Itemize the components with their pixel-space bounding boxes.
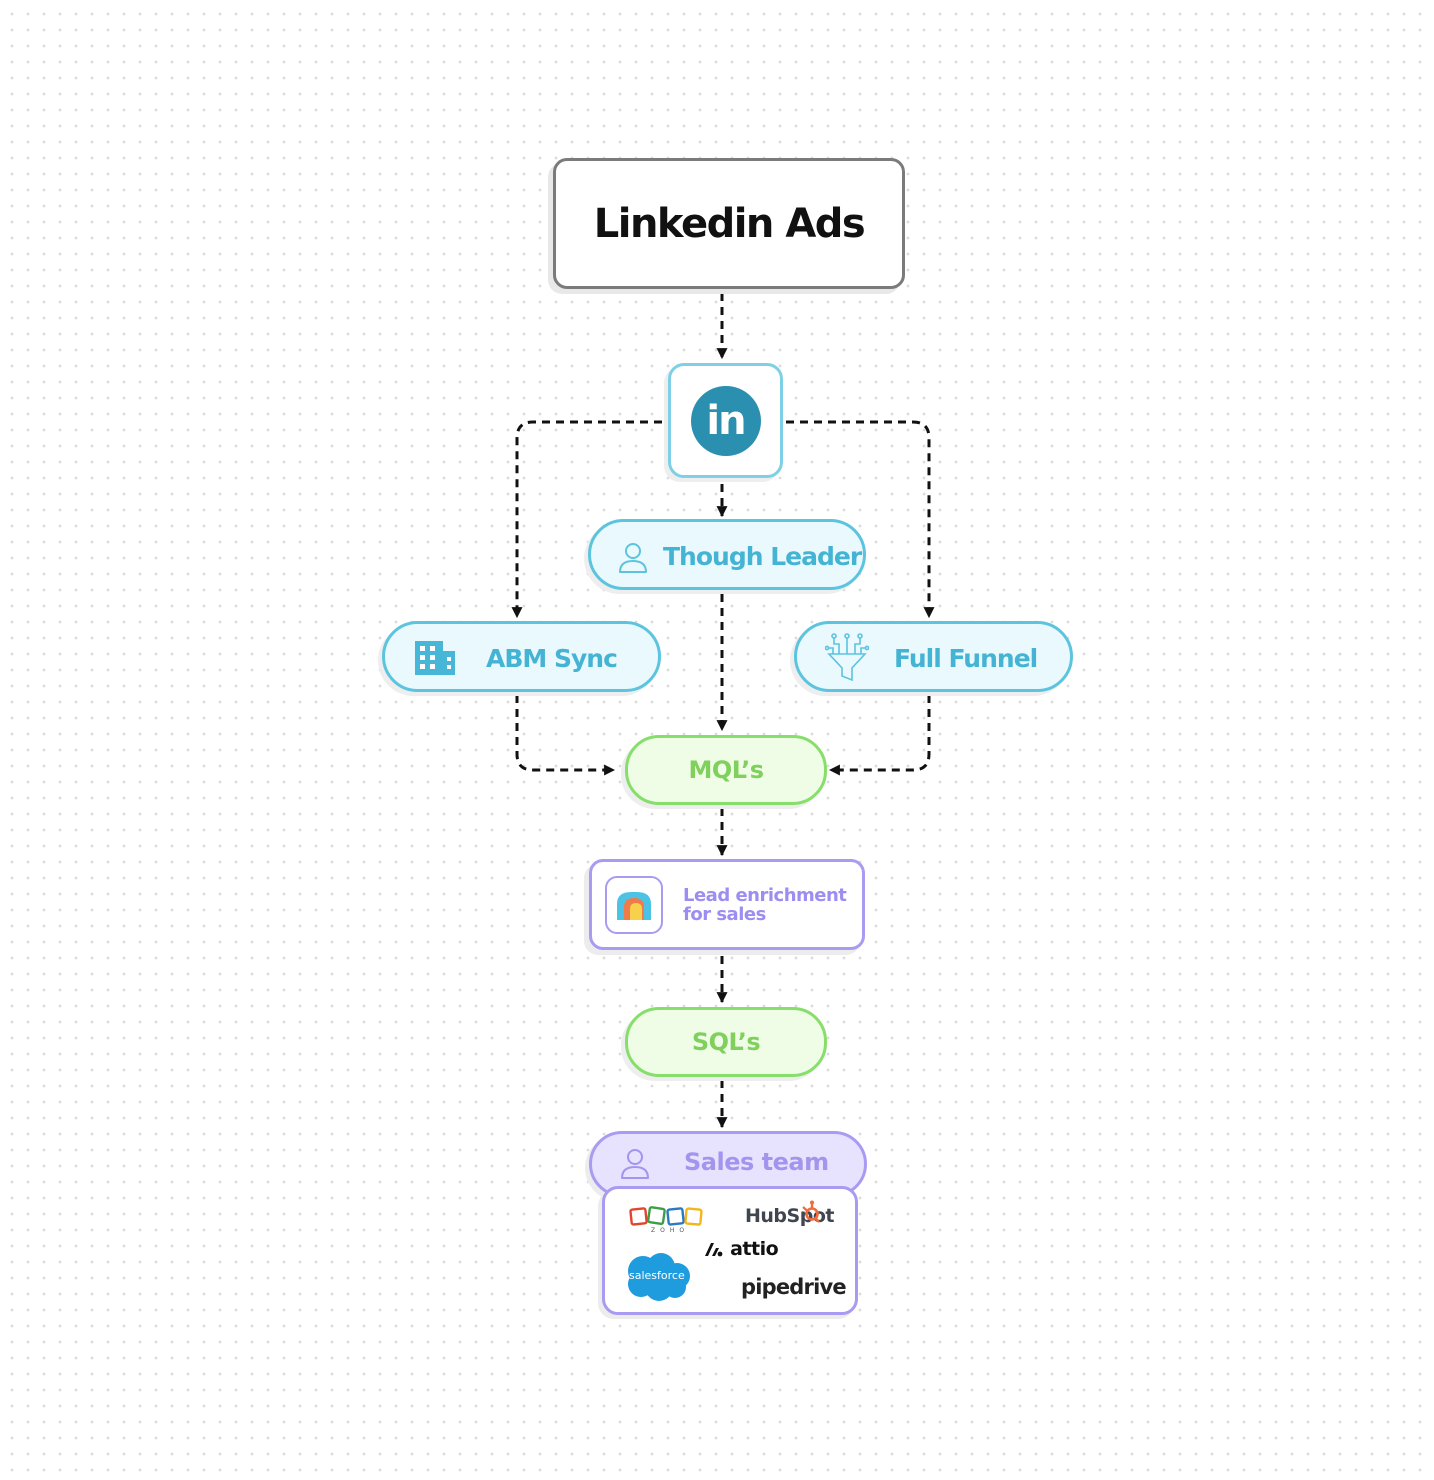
edge-abm-sync-to-mqls — [515, 695, 616, 776]
edge-full-funnel-to-mqls — [828, 695, 931, 776]
abm-sync-label: ABM Sync — [486, 644, 618, 673]
linkedin-icon: in — [690, 385, 761, 456]
pipedrive-logo-text: pipedrive — [741, 1275, 847, 1299]
salesforce-cloud-icon — [628, 1253, 690, 1301]
zoho-logo-text: ZOHO — [651, 1227, 690, 1234]
building-icon — [415, 641, 455, 675]
lead-enrichment-line-1: Lead enrichment — [683, 885, 847, 906]
zoho-logo-mark — [629, 1206, 703, 1226]
linkedin-logo-text: in — [706, 397, 746, 444]
sqls-label: SQL’s — [691, 1028, 761, 1056]
full-funnel-node[interactable]: Full Funnel — [794, 621, 1073, 692]
title-text: Linkedin Ads — [593, 200, 866, 247]
though-leader-label: Though Leader — [663, 542, 862, 571]
pipedrive-logo: pipedrive — [741, 1275, 847, 1299]
user-icon — [621, 1149, 649, 1179]
sqls-node[interactable]: SQL’s — [625, 1007, 827, 1077]
attio-icon — [705, 1243, 723, 1257]
edge-linkedin-to-abm-sync — [511, 420, 662, 619]
mqls-label: MQL’s — [688, 756, 764, 784]
lead-enrichment-line-2: for sales — [683, 904, 766, 925]
abm-sync-node[interactable]: ABM Sync — [382, 621, 661, 692]
zoho-logo: ZOHO — [629, 1205, 705, 1234]
attio-logo-text: attio — [730, 1238, 779, 1260]
enrichment-icon — [605, 876, 663, 934]
salesforce-logo: salesforce — [621, 1251, 693, 1307]
user-icon — [619, 543, 647, 573]
linkedin-node[interactable]: in — [668, 363, 783, 478]
hubspot-logo: HubSpot — [745, 1205, 834, 1227]
crm-logos-card: ZOHO HubSpot attio sa — [602, 1186, 858, 1315]
edge-linkedin-to-full-funnel — [786, 420, 935, 619]
hubspot-logo-text: HubSpot — [745, 1205, 834, 1227]
sales-team-label: Sales team — [684, 1148, 829, 1176]
lead-enrichment-node[interactable]: Lead enrichment for sales — [589, 859, 865, 950]
attio-logo: attio — [703, 1238, 779, 1260]
though-leader-node[interactable]: Though Leader — [588, 519, 866, 590]
hubspot-sprocket-icon — [802, 1200, 820, 1223]
mqls-node[interactable]: MQL’s — [625, 735, 827, 805]
salesforce-logo-text: salesforce — [629, 1269, 685, 1282]
title-node[interactable]: Linkedin Ads — [553, 158, 905, 289]
lead-enrichment-label: Lead enrichment for sales — [683, 885, 847, 925]
funnel-icon — [825, 633, 869, 682]
full-funnel-label: Full Funnel — [894, 644, 1038, 673]
